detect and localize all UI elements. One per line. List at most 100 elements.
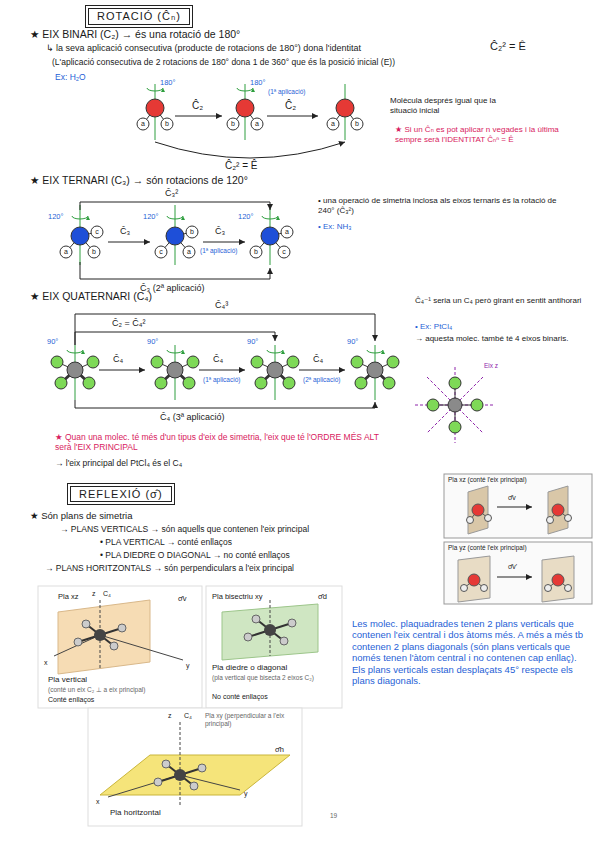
atom-letter: a: [137, 118, 149, 130]
drawing-circle: [449, 421, 461, 433]
drawing-circle: [281, 226, 293, 238]
drawing-line: [427, 377, 483, 433]
atom-letter: a: [251, 118, 263, 130]
drawing-circle: [183, 246, 195, 258]
section-heading: ROTACIÓ (Ĉₙ): [88, 8, 190, 25]
drawing-circle: [88, 246, 100, 258]
drawing-circle: [278, 246, 290, 258]
drawing-circle: [336, 99, 354, 117]
note-text: Pla xz (conté l'eix principal): [448, 476, 527, 484]
note-text: Eix z: [484, 362, 498, 370]
atom-letter: b: [250, 246, 262, 258]
note-text: Pla horitzontal: [110, 808, 161, 818]
ptcl4-c2-axes: [415, 367, 495, 443]
drawing-circle: [252, 615, 260, 623]
drawing-circle: [355, 377, 367, 389]
drawing-line: [299, 370, 345, 371]
drawing-circle: [264, 624, 276, 636]
drawing-line: [99, 370, 145, 371]
drawing-rect: [444, 542, 592, 604]
note-text: 120°: [238, 212, 254, 221]
drawing-circle: [552, 504, 564, 516]
atom-letter: c: [155, 246, 167, 258]
note-text: Ĉ₂: [285, 100, 296, 112]
drawing-circle: [55, 377, 67, 389]
drawing-polygon: [468, 486, 488, 534]
drawing-line: [203, 242, 245, 243]
drawing-path: [167, 216, 183, 219]
drawing-circle: [552, 574, 564, 586]
note-text: z: [92, 590, 96, 598]
drawing-circle: [251, 356, 263, 368]
drawing-circle: [155, 246, 167, 258]
drawing-circle: [236, 99, 254, 117]
drawing-circle: [187, 356, 199, 368]
drawing-line: [180, 722, 181, 805]
drawing-circle: [485, 515, 492, 522]
drawing-circle: [118, 624, 126, 632]
note-text: ↳ la seva aplicació consecutiva (product…: [46, 43, 466, 54]
note-text: z: [168, 712, 172, 720]
note-text: (1ª aplicació): [268, 88, 305, 96]
note-text: Ĉ₃²: [165, 188, 178, 199]
drawing-rect: [444, 474, 592, 538]
drawing-line: [108, 242, 150, 243]
note-text: 120°: [143, 212, 159, 221]
note-text: 19: [330, 812, 337, 820]
note-text: Pla yz (conté l'eix principal): [448, 544, 527, 552]
atom-letter: b: [186, 226, 198, 238]
drawing-rect: [88, 708, 302, 826]
drawing-line: [199, 370, 245, 371]
note-text: Les molec. plaquadrades tenen 2 plans ve…: [352, 618, 592, 686]
note-text: x: [96, 798, 100, 806]
note-text: • Ex: NH₃: [318, 222, 352, 232]
drawing-line: [108, 775, 180, 797]
drawing-polygon: [548, 486, 568, 534]
drawing-circle: [60, 246, 72, 258]
note-text: C₄: [103, 590, 111, 598]
note-text: (2ª aplicació): [303, 376, 340, 384]
drawing-circle: [94, 629, 106, 641]
note-text: σ̂v': [508, 563, 517, 571]
note-text: Ĉ₂ = Ĉ₄²: [112, 318, 145, 329]
drawing-circle: [83, 377, 95, 389]
drawing-circle: [468, 574, 480, 586]
drawing-path: [80, 202, 270, 210]
drawing-path: [267, 350, 283, 353]
note-text: Pla bisectriu xy: [212, 592, 262, 601]
drawing-polygon: [542, 556, 574, 602]
drawing-path: [237, 88, 253, 91]
drawing-circle: [565, 515, 572, 522]
note-text: Ĉ₄⁻¹ seria un C₄ però girant en sentit a…: [415, 296, 585, 306]
note-text: ★ Si un Ĉₙ es pot aplicar n vegades i la…: [395, 125, 585, 144]
drawing-circle: [387, 356, 399, 368]
note-text: ★ EIX BINARI (C₂) → és una rotació de 18…: [30, 28, 240, 41]
note-text: 180°: [250, 78, 266, 87]
atom-letter: a: [281, 226, 293, 238]
drawing-circle: [183, 377, 195, 389]
drawing-circle: [137, 118, 149, 130]
drawing-circle: [250, 246, 262, 258]
drawing-polygon: [100, 755, 290, 795]
note-text: • PLA VERTICAL → conté enllaços: [100, 537, 232, 547]
note-text: Ĉ₃: [215, 226, 225, 237]
note-text: ★ EIX QUATERNARI (C₄): [30, 290, 152, 303]
drawing-circle: [167, 362, 183, 378]
drawing-path: [155, 142, 345, 158]
drawing-circle: [67, 362, 83, 378]
note-text: C₄: [184, 712, 192, 720]
drawing-line: [180, 775, 240, 790]
drawing-circle: [267, 362, 283, 378]
note-text: Ĉ₂² = Ê: [490, 40, 526, 53]
drawing-circle: [151, 356, 163, 368]
drawing-rect: [38, 586, 202, 708]
note-text: ★ Quan una molec. té més d'un tipus d'ei…: [55, 432, 395, 452]
atom-letter: a: [183, 246, 195, 258]
drawing-circle: [87, 356, 99, 368]
drawing-path: [75, 332, 275, 345]
note-text: (pla vertical que bisecta 2 eixos C₂): [212, 674, 337, 682]
drawing-circle: [288, 619, 296, 627]
note-text: • una operació de simetria inclosa als e…: [318, 196, 558, 215]
note-text: Pla vertical: [48, 675, 87, 685]
